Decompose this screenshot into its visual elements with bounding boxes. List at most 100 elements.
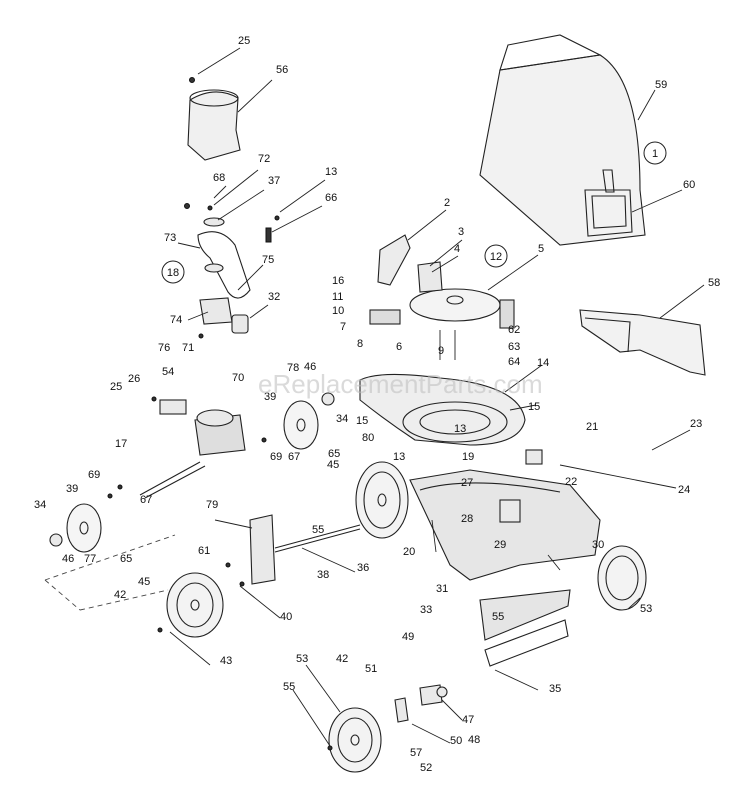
part-label-l39a: 39 <box>264 391 276 403</box>
callout-circles: 1 12 18 <box>161 141 667 284</box>
callout-circle-18 <box>161 260 185 284</box>
part-label-l24: 24 <box>678 484 690 496</box>
collection-bag <box>479 34 646 246</box>
part-label-l57: 57 <box>410 747 422 759</box>
part-label-l43: 43 <box>220 655 232 667</box>
rear-wheel-upper <box>355 461 409 539</box>
callout-number-18: 18 <box>167 267 179 279</box>
part-label-l67a: 67 <box>288 451 300 463</box>
part-label-l54: 54 <box>162 366 174 378</box>
part-label-l40: 40 <box>280 611 292 623</box>
part-label-l68: 68 <box>213 172 225 184</box>
part-label-l71: 71 <box>182 342 194 354</box>
leader-lines <box>169 47 705 747</box>
part-label-l34b: 34 <box>34 499 46 511</box>
callout-number-1: 1 <box>652 148 658 160</box>
part-label-l56: 56 <box>276 64 288 76</box>
callout-circle-1 <box>643 141 667 165</box>
part-label-l59: 59 <box>655 79 667 91</box>
blower-housing <box>359 373 526 446</box>
front-wheel-left <box>44 534 224 638</box>
part-label-l70: 70 <box>232 372 244 384</box>
part-label-l32: 32 <box>268 291 280 303</box>
part-label-l46b: 46 <box>62 553 74 565</box>
part-label-l23: 23 <box>690 418 702 430</box>
part-label-l27: 27 <box>461 477 473 489</box>
engine-gearbox <box>107 396 267 499</box>
part-label-l14: 14 <box>537 357 549 369</box>
part-label-l64: 64 <box>508 356 520 368</box>
part-label-l13a: 13 <box>325 166 337 178</box>
part-label-l36: 36 <box>357 562 369 574</box>
part-label-l67b: 67 <box>140 494 152 506</box>
part-label-l61: 61 <box>198 545 210 557</box>
part-label-l55a: 55 <box>312 524 324 536</box>
part-label-l76: 76 <box>158 342 170 354</box>
callout-circle-12 <box>484 244 508 268</box>
part-label-l3: 3 <box>458 226 464 238</box>
part-label-l8: 8 <box>357 338 363 350</box>
part-label-l65b: 65 <box>120 553 132 565</box>
part-label-l13b: 13 <box>454 423 466 435</box>
part-label-l50: 50 <box>450 735 462 747</box>
part-label-l39b: 39 <box>66 483 78 495</box>
part-label-l69a: 69 <box>270 451 282 463</box>
part-label-l9: 9 <box>438 345 444 357</box>
part-label-l25a: 25 <box>238 35 250 47</box>
part-label-l51: 51 <box>365 663 377 675</box>
part-label-l74: 74 <box>170 314 182 326</box>
part-label-l10: 10 <box>332 305 344 317</box>
belt-assembly <box>184 203 280 339</box>
part-label-l45b: 45 <box>138 576 150 588</box>
part-label-l33: 33 <box>420 604 432 616</box>
part-label-l11: 11 <box>332 291 343 303</box>
part-label-l46a: 46 <box>304 361 316 373</box>
part-label-l5: 5 <box>538 243 544 255</box>
part-label-l48: 48 <box>468 734 480 746</box>
base-deck <box>409 449 601 581</box>
part-label-l53a: 53 <box>640 603 652 615</box>
part-label-l60: 60 <box>683 179 695 191</box>
part-label-l63: 63 <box>508 341 520 353</box>
part-label-l53b: 53 <box>296 653 308 665</box>
part-label-l21: 21 <box>586 421 598 433</box>
part-label-l17: 17 <box>115 438 127 450</box>
part-label-l55c: 55 <box>283 681 295 693</box>
bottom-wheel <box>327 684 448 773</box>
part-label-l20: 20 <box>403 546 415 558</box>
part-label-l72: 72 <box>258 153 270 165</box>
part-label-l75: 75 <box>262 254 274 266</box>
part-label-l42b: 42 <box>336 653 348 665</box>
part-label-l79: 79 <box>206 499 218 511</box>
part-label-l77: 77 <box>84 553 96 565</box>
upper-chute <box>187 77 241 161</box>
part-label-l13c: 13 <box>393 451 405 463</box>
rear-wheel-right <box>597 545 647 611</box>
nozzle-assembly <box>479 589 571 667</box>
part-label-l49: 49 <box>402 631 414 643</box>
callout-number-12: 12 <box>490 251 502 263</box>
part-label-l37: 37 <box>268 175 280 187</box>
watermark-text: eReplacementParts.com <box>258 369 543 399</box>
part-label-l47: 47 <box>462 714 474 726</box>
part-label-l29: 29 <box>494 539 506 551</box>
axle-frame <box>225 514 361 587</box>
part-label-l26: 26 <box>128 373 140 385</box>
part-label-l66: 66 <box>325 192 337 204</box>
part-label-l45a: 45 <box>327 459 339 471</box>
part-label-l22: 22 <box>565 476 577 488</box>
part-label-l55b: 55 <box>492 611 504 623</box>
part-label-l25b: 25 <box>110 381 122 393</box>
part-label-l31: 31 <box>436 583 448 595</box>
part-label-l6: 6 <box>396 341 402 353</box>
part-label-l2: 2 <box>444 197 450 209</box>
part-label-l34a: 34 <box>336 413 348 425</box>
part-label-l15b: 15 <box>356 415 368 427</box>
part-label-l30: 30 <box>592 539 604 551</box>
part-label-l15a: 15 <box>528 401 540 413</box>
part-label-l73: 73 <box>164 232 176 244</box>
part-label-l35: 35 <box>549 683 561 695</box>
part-label-l4: 4 <box>454 243 460 255</box>
